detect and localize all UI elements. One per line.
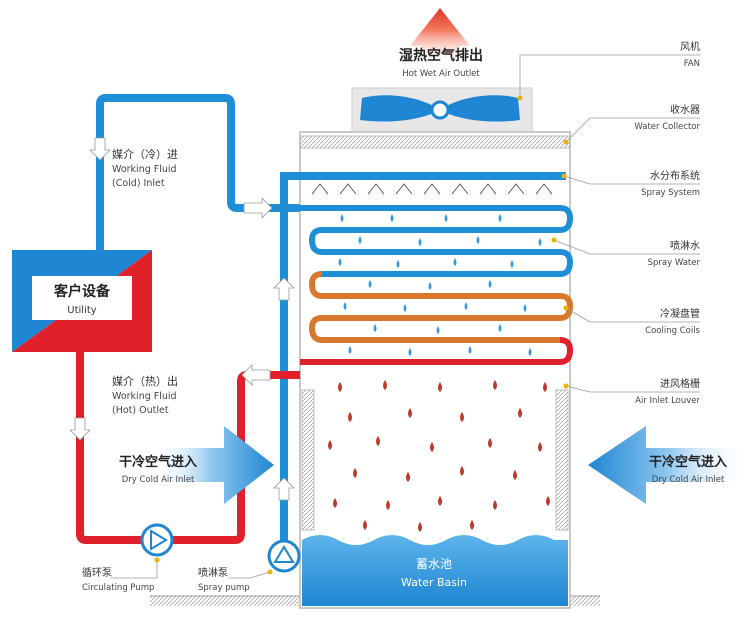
- spray-pump-label-en: Spray pump: [198, 583, 250, 593]
- flow-arrow-hot-out: [241, 364, 271, 386]
- utility-box: [12, 250, 152, 352]
- cold-inlet-label-en2: (Cold) Inlet: [112, 178, 165, 189]
- cold-fluid-pipe: [96, 94, 300, 258]
- fan-icon: [360, 95, 520, 122]
- callout-labels: 风机 FAN 收水器 Water Collector 水分布系统 Spray S…: [634, 40, 700, 406]
- flow-arrow-cold-down: [89, 137, 111, 161]
- hot-outlet-label-en2: (Hot) Outlet: [112, 405, 169, 416]
- cooling-coils: [292, 205, 573, 365]
- utility-label-zh: 客户设备: [53, 283, 111, 300]
- callout-louver-en: Air Inlet Louver: [635, 396, 700, 406]
- callout-spray-water-en: Spray Water: [648, 258, 701, 268]
- callout-louver-zh: 进风格栅: [660, 377, 700, 390]
- dry-air-right-en: Dry Cold Air Inlet: [652, 475, 725, 485]
- flow-arrow-spray-up-2: [273, 477, 295, 501]
- hot-outlet-label-zh: 媒介（热）出: [112, 374, 178, 388]
- callout-leaders: [517, 54, 700, 393]
- callout-coils-zh: 冷凝盘管: [660, 307, 700, 320]
- cold-inlet-label-en1: Working Fluid: [112, 164, 177, 175]
- callout-collector-en: Water Collector: [634, 122, 700, 132]
- spray-water-drops: [338, 214, 542, 356]
- spray-nozzles: [311, 183, 553, 195]
- callout-spray-system-zh: 水分布系统: [650, 169, 700, 182]
- callout-spray-water-zh: 喷淋水: [670, 239, 700, 252]
- spray-pump-icon: [267, 539, 301, 573]
- dry-air-arrow-right: [588, 426, 748, 504]
- water-basin: [302, 535, 568, 606]
- callout-collector-zh: 收水器: [670, 103, 700, 116]
- callout-spray-system-en: Spray System: [641, 188, 700, 198]
- hot-air-outlet-arrow: [410, 8, 470, 62]
- circulating-pump-icon: [140, 523, 174, 557]
- hot-outlet-label-en1: Working Fluid: [112, 391, 177, 402]
- flow-arrow-hot-down: [69, 417, 91, 441]
- dry-air-left-en: Dry Cold Air Inlet: [122, 475, 195, 485]
- basin-label-en: Water Basin: [401, 576, 467, 589]
- dry-air-right-zh: 干冷空气进入: [649, 454, 727, 470]
- dry-air-left-zh: 干冷空气进入: [119, 454, 197, 470]
- circulating-pump-label-en: Circulating Pump: [82, 583, 154, 593]
- spray-header-pipe: [280, 172, 566, 570]
- cold-inlet-label-zh: 媒介（冷）进: [112, 148, 178, 161]
- falling-water-drops: [328, 380, 550, 532]
- flow-arrow-into-coil: [243, 197, 273, 219]
- basin-label-zh: 蓄水池: [416, 557, 452, 571]
- spray-pump-label-zh: 喷淋泵: [198, 566, 228, 579]
- air-inlet-louver-right: [555, 389, 569, 531]
- air-inlet-louver-left: [301, 389, 315, 531]
- flow-arrow-spray-up-1: [273, 277, 295, 301]
- outlet-label-zh: 湿热空气排出: [399, 47, 483, 64]
- pump-callout-leaders: [110, 557, 273, 579]
- circulating-pump-label-zh: 循环泵: [82, 566, 112, 579]
- utility-label-en: Utility: [67, 305, 96, 316]
- callout-coils-en: Cooling Coils: [645, 326, 700, 336]
- tower-body: [299, 131, 571, 609]
- outlet-label-en: Hot Wet Air Outlet: [402, 69, 480, 79]
- dry-air-arrow-left: [150, 426, 274, 504]
- callout-fan-en: FAN: [684, 59, 700, 69]
- callout-fan-zh: 风机: [680, 40, 700, 53]
